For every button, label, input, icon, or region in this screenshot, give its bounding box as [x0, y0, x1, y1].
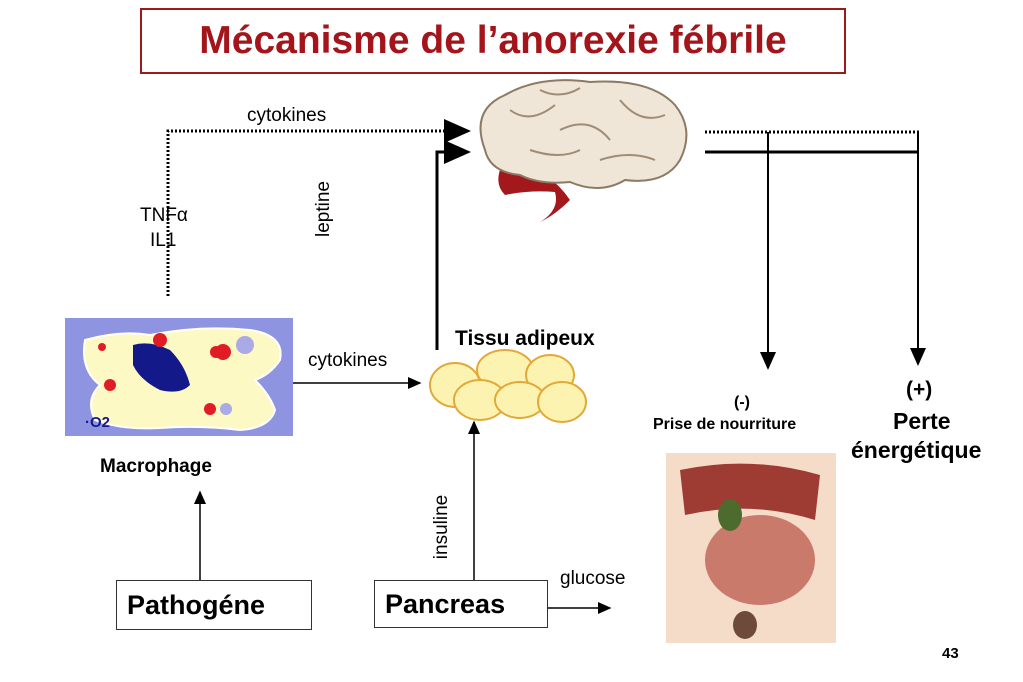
- pancreas-box: Pancreas: [374, 580, 548, 628]
- page-number: 43: [942, 645, 959, 662]
- tissu-adipeux-label: Tissu adipeux: [455, 327, 595, 350]
- leptine-label: leptine: [313, 181, 334, 237]
- energetique-label: énergétique: [851, 437, 982, 463]
- cytokines-mid-label: cytokines: [308, 350, 388, 371]
- adipose-cells-illustration: [429, 349, 587, 423]
- minus-label: (-): [734, 394, 750, 411]
- prise-label: Prise de nourriture: [653, 416, 797, 433]
- glucose-label: glucose: [560, 568, 626, 589]
- leptine-arrow: [435, 140, 471, 350]
- plus-label: (+): [906, 378, 933, 401]
- insuline-label: insuline: [431, 494, 453, 560]
- digestive-organs-illustration: [666, 453, 836, 643]
- brain-illustration: [479, 79, 688, 222]
- title-box: Mécanisme de l’anorexie fébrile: [140, 8, 846, 74]
- pathogene-label: Pathogéne: [127, 589, 266, 620]
- tnf-label: TNFα: [140, 205, 188, 226]
- pancreas-label: Pancreas: [385, 588, 506, 619]
- macrophage-label: Macrophage: [100, 456, 212, 477]
- cytokines-top-label: cytokines: [247, 105, 327, 126]
- pathogene-box: Pathogéne: [116, 580, 312, 630]
- slide-title: Mécanisme de l’anorexie fébrile: [199, 19, 787, 62]
- o2-label: ·O2: [85, 414, 111, 431]
- cytokines-dotted-arrow: [166, 119, 471, 296]
- perte-label: Perte: [893, 408, 951, 434]
- macrophage-illustration: [65, 318, 293, 436]
- il1-label: IL1: [150, 230, 177, 251]
